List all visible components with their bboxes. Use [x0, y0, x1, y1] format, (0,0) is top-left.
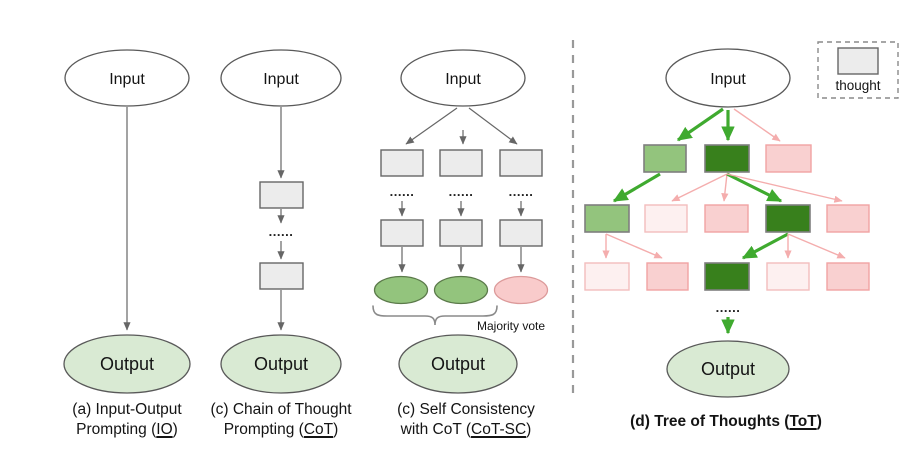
- tot-input-label: Input: [710, 71, 746, 88]
- caption-io-line2: Prompting (IO): [37, 420, 217, 440]
- cot-output-node: [220, 334, 342, 394]
- tot-arrow-b-e: [671, 173, 728, 202]
- tot-output-label: Output: [701, 359, 755, 379]
- cotsc-input-label: Input: [445, 71, 481, 88]
- panel-tot: Input thought: [584, 41, 899, 398]
- cotsc-output-node: [398, 334, 518, 394]
- caption-cot-abbrev: CoT: [303, 421, 334, 438]
- cotsc-thought-box-1b: [380, 219, 424, 247]
- cot-input-node: [220, 49, 342, 107]
- caption-io-suffix: ): [172, 421, 178, 438]
- caption-cot-suffix: ): [333, 421, 339, 438]
- tot-arrow-b-f: [721, 173, 729, 202]
- caption-io-prefix: Prompting (: [76, 421, 157, 438]
- tot-arrow-g-k: [741, 232, 789, 260]
- caption-tot: (d) Tree of Thoughts (ToT): [586, 412, 866, 432]
- io-output-label: Output: [100, 354, 154, 374]
- cotsc-branch-arrow-right: [468, 107, 518, 145]
- tot-arrow-g-m: [787, 233, 846, 259]
- cotsc-thought-box-3b: [499, 219, 543, 247]
- panel-io: Input Output: [63, 49, 191, 394]
- caption-io-line1: (a) Input-Output: [72, 401, 182, 418]
- io-input-node: [64, 49, 190, 107]
- legend-thought-box: [837, 47, 879, 75]
- io-output-node: [63, 334, 191, 394]
- tot-output-node: [666, 340, 790, 398]
- cotsc-output-label: Output: [431, 354, 485, 374]
- caption-cot: (c) Chain of Thought Prompting (CoT): [191, 400, 371, 440]
- cotsc-thought-box-2b: [439, 219, 483, 247]
- cotsc-thought-box-2a: [439, 149, 483, 177]
- tot-box-r1-green-dark: [704, 144, 750, 173]
- caption-cotsc-line2: with CoT (CoT-SC): [376, 420, 556, 440]
- caption-cotsc-abbrev: CoT-SC: [471, 421, 527, 438]
- cot-input-label: Input: [263, 71, 299, 88]
- tot-box-r1-green-mid: [643, 144, 687, 173]
- majority-vote-label: Majority vote: [477, 319, 545, 333]
- cot-ellipsis-dots: ......: [269, 224, 294, 239]
- cot-thought-box-1: [259, 181, 304, 209]
- cotsc-thought-box-1a: [380, 149, 424, 177]
- tot-box-r3-pink-1: [646, 262, 689, 291]
- majority-vote-brace: [372, 305, 498, 326]
- tot-box-r3-pink-light-2: [766, 262, 810, 291]
- caption-tot-prefix: (d) Tree of Thoughts (: [630, 413, 790, 430]
- tot-box-r1-pink: [765, 144, 812, 173]
- caption-cot-prefix: Prompting (: [223, 421, 304, 438]
- cotsc-ellipsis-2: ......: [449, 184, 474, 199]
- tot-arrow-a-d: [612, 172, 661, 203]
- cotsc-result-green-2: [433, 275, 489, 305]
- caption-io-abbrev: IO: [156, 421, 173, 438]
- tot-arrow-input-c: [733, 108, 781, 142]
- caption-cotsc-prefix: with CoT (: [400, 421, 472, 438]
- tot-arrow-b-g: [726, 172, 783, 203]
- caption-tot-abbrev: ToT: [789, 413, 817, 430]
- cotsc-ellipsis-1: ......: [390, 184, 415, 199]
- cotsc-input-node: [400, 49, 526, 107]
- caption-tot-suffix: ): [816, 413, 822, 430]
- tot-input-node: [665, 48, 791, 108]
- tot-box-r3-pink-light-1: [584, 262, 630, 291]
- cotsc-result-pink: [493, 275, 549, 305]
- tot-box-r2-pink-light-1: [644, 204, 688, 233]
- tot-box-r2-pink: [704, 204, 749, 233]
- tot-box-r2-green-dark: [765, 204, 811, 233]
- caption-cot-line2: Prompting (CoT): [191, 420, 371, 440]
- io-input-label: Input: [109, 71, 145, 88]
- caption-cotsc-line1: (c) Self Consistency: [397, 401, 535, 418]
- tot-box-r2-green-mid: [584, 204, 630, 233]
- caption-cotsc: (c) Self Consistency with CoT (CoT-SC): [376, 400, 556, 440]
- tot-box-r3-pink-2: [826, 262, 870, 291]
- cot-output-label: Output: [254, 354, 308, 374]
- caption-cot-line1: (c) Chain of Thought: [210, 401, 352, 418]
- tot-arrow-b-h: [726, 173, 843, 203]
- tot-box-r3-green-dark: [704, 262, 750, 291]
- legend: thought: [817, 41, 899, 99]
- panel-cot: Input ...... Output: [220, 49, 342, 394]
- caption-cotsc-suffix: ): [526, 421, 532, 438]
- panel-cotsc: Input ...... ...... ...... Majority: [372, 49, 549, 394]
- tot-arrow-input-a: [676, 107, 724, 142]
- tot-ellipsis-dots: ......: [716, 300, 741, 315]
- cotsc-thought-box-3a: [499, 149, 543, 177]
- cotsc-ellipsis-3: ......: [509, 184, 534, 199]
- caption-io: (a) Input-Output Prompting (IO): [37, 400, 217, 440]
- cotsc-result-green-1: [373, 275, 429, 305]
- cot-thought-box-2: [259, 262, 304, 290]
- tot-box-r2-pink-2: [826, 204, 870, 233]
- legend-thought-label: thought: [835, 78, 880, 93]
- tot-arrow-d-j: [605, 233, 663, 259]
- cotsc-branch-arrow-left: [405, 107, 458, 145]
